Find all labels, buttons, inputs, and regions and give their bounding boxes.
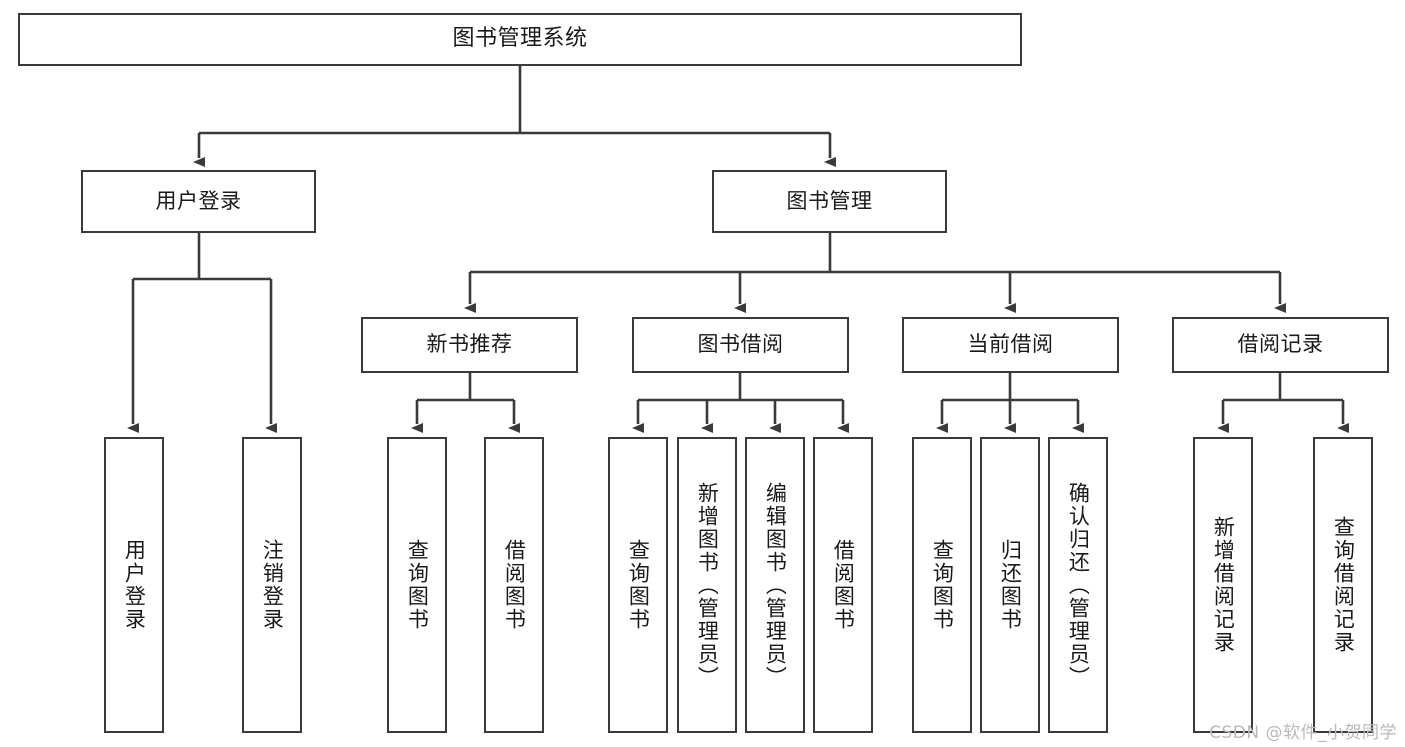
node-label: 注销登录: [260, 539, 285, 631]
node-label: 查询图书: [405, 539, 430, 631]
node-label: 借阅图书: [502, 539, 527, 631]
node-leaf-add-book[interactable]: 新增图书（管理员）: [677, 437, 737, 733]
node-label: 用户登录: [122, 539, 147, 631]
edges-book-borrow: [632, 373, 849, 433]
edges-user-login: [127, 233, 277, 433]
node-leaf-query-book-2[interactable]: 查询图书: [608, 437, 668, 733]
node-leaf-return-book[interactable]: 归还图书: [980, 437, 1040, 733]
node-borrow-record[interactable]: 借阅记录: [1172, 317, 1389, 373]
node-leaf-confirm-return[interactable]: 确认归还（管理员）: [1048, 437, 1108, 733]
edges-borrow-record: [1217, 373, 1349, 433]
node-label: 图书借阅: [697, 332, 784, 357]
node-leaf-query-record[interactable]: 查询借阅记录: [1313, 437, 1373, 733]
node-label: 确认归还（管理员）: [1066, 481, 1091, 689]
node-user-login[interactable]: 用户登录: [81, 170, 316, 233]
edges-book-management: [464, 233, 1286, 313]
node-label: 查询借阅记录: [1331, 516, 1356, 654]
node-root-system[interactable]: 图书管理系统: [18, 13, 1022, 66]
node-label: 新增借阅记录: [1211, 516, 1236, 654]
node-label: 用户登录: [155, 188, 242, 213]
node-label: 编辑图书（管理员）: [763, 481, 788, 689]
node-leaf-query-book-3[interactable]: 查询图书: [912, 437, 972, 733]
node-label: 新书推荐: [426, 332, 513, 357]
node-label: 借阅记录: [1237, 332, 1324, 357]
node-leaf-user-logout[interactable]: 注销登录: [242, 437, 302, 733]
node-book-management[interactable]: 图书管理: [712, 170, 947, 233]
node-leaf-user-login[interactable]: 用户登录: [104, 437, 164, 733]
edges-current-borrow: [936, 373, 1084, 433]
node-label: 查询图书: [626, 539, 651, 631]
node-label: 图书管理系统: [452, 26, 588, 52]
node-book-borrow[interactable]: 图书借阅: [632, 317, 849, 373]
node-leaf-borrow-book-2[interactable]: 借阅图书: [813, 437, 873, 733]
node-label: 查询图书: [930, 539, 955, 631]
node-label: 新增图书（管理员）: [695, 481, 720, 689]
node-current-borrow[interactable]: 当前借阅: [902, 317, 1119, 373]
node-label: 借阅图书: [831, 539, 856, 631]
edges-new-book-recommend: [411, 373, 520, 433]
node-label: 图书管理: [786, 188, 873, 213]
node-leaf-borrow-book-1[interactable]: 借阅图书: [484, 437, 544, 733]
node-leaf-edit-book[interactable]: 编辑图书（管理员）: [745, 437, 805, 733]
edges-root: [193, 66, 836, 167]
node-new-book-recommend[interactable]: 新书推荐: [361, 317, 578, 373]
node-label: 归还图书: [998, 539, 1023, 631]
node-label: 当前借阅: [967, 332, 1054, 357]
node-leaf-add-record[interactable]: 新增借阅记录: [1193, 437, 1253, 733]
node-leaf-query-book-1[interactable]: 查询图书: [387, 437, 447, 733]
